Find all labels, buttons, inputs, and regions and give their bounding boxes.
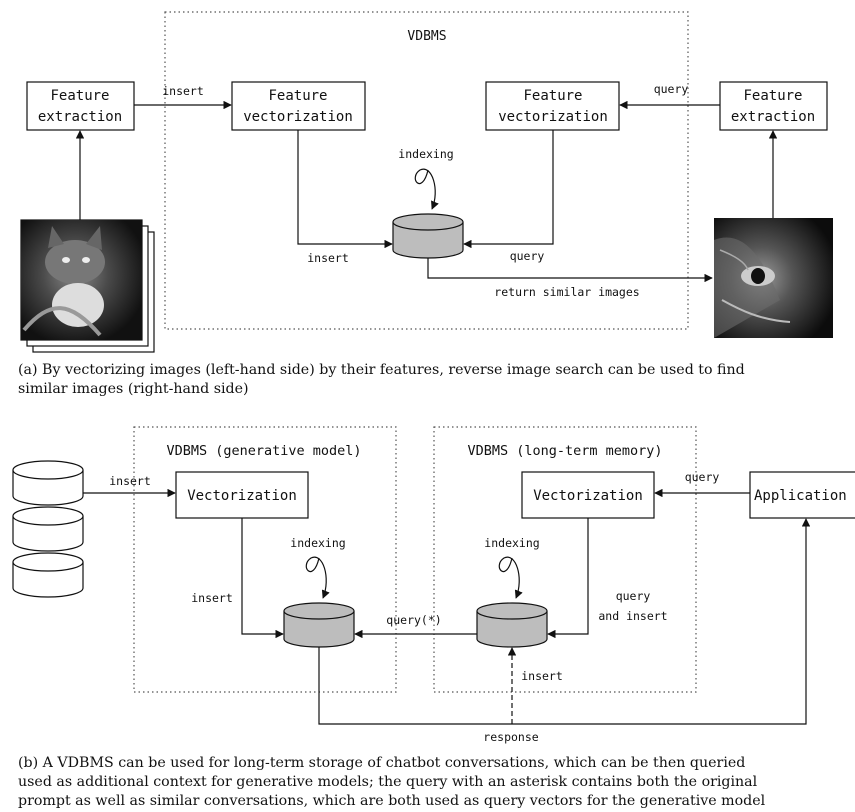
arrow-return-similar bbox=[427, 258, 713, 283]
vdbms-label-a: VDBMS bbox=[407, 29, 446, 44]
arrow-insert-db-a bbox=[297, 130, 393, 249]
feature-vectorization-left-box: Feature vectorization bbox=[231, 81, 366, 131]
vectorization-generative-box: Vectorization bbox=[175, 471, 309, 519]
database-icon-generative bbox=[283, 602, 355, 648]
vectorization-memory-box: Vectorization bbox=[521, 471, 655, 519]
caption-b-line-3: prompt as well as similar conversations,… bbox=[18, 793, 766, 809]
diagram-b: VDBMS (generative model) VDBMS (long-ter… bbox=[12, 426, 855, 744]
label-return-similar: return similar images bbox=[494, 285, 639, 299]
label-indexing-a: indexing bbox=[398, 147, 453, 161]
vdbms-generative-container bbox=[133, 426, 397, 693]
vdbms-container-a bbox=[164, 11, 689, 330]
caption-b-line-2: used as additional context for generativ… bbox=[18, 774, 758, 790]
database-stack-icon bbox=[12, 460, 84, 598]
vdbms-generative-label: VDBMS (generative model) bbox=[166, 443, 361, 459]
vdbms-memory-container bbox=[433, 426, 697, 693]
svg-text:vectorization: vectorization bbox=[243, 109, 353, 125]
feature-extraction-right-box: Feature extraction bbox=[719, 81, 828, 131]
caption-a-line-2: similar images (right-hand side) bbox=[18, 381, 249, 397]
indexing-loop-a bbox=[414, 168, 439, 210]
feature-vectorization-right-box: Feature vectorization bbox=[485, 81, 620, 131]
label-insert-top-b: insert bbox=[109, 474, 151, 488]
label-query-star: query(*) bbox=[386, 613, 441, 627]
svg-text:Feature: Feature bbox=[743, 88, 802, 104]
svg-text:Feature: Feature bbox=[268, 88, 327, 104]
caption-b-line-1: (b) A VDBMS can be used for long-term st… bbox=[18, 755, 746, 771]
label-query-top-b: query bbox=[685, 470, 720, 484]
svg-text:vectorization: vectorization bbox=[498, 109, 608, 125]
svg-text:Feature: Feature bbox=[523, 88, 582, 104]
diagram-a: VDBMS Feature extraction Feature vectori… bbox=[20, 11, 833, 353]
cat-image-stack bbox=[20, 219, 155, 353]
caption-b: (b) A VDBMS can be used for long-term st… bbox=[18, 754, 765, 811]
svg-text:Vectorization: Vectorization bbox=[533, 488, 643, 504]
database-icon-a bbox=[392, 213, 464, 259]
application-box: Application bbox=[749, 471, 855, 519]
label-insert-top-a: insert bbox=[162, 84, 204, 98]
svg-text:Vectorization: Vectorization bbox=[187, 488, 297, 504]
caption-a: (a) By vectorizing images (left-hand sid… bbox=[18, 361, 745, 399]
arrow-query-db-a bbox=[463, 130, 554, 249]
label-response: response bbox=[483, 730, 538, 744]
svg-text:extraction: extraction bbox=[38, 109, 122, 125]
label-indexing-generative: indexing bbox=[290, 536, 345, 550]
label-insert-left-b: insert bbox=[191, 591, 233, 605]
label-query-and-insert-2: and insert bbox=[598, 609, 667, 623]
svg-text:extraction: extraction bbox=[731, 109, 815, 125]
svg-text:Feature: Feature bbox=[50, 88, 109, 104]
svg-text:Application: Application bbox=[754, 488, 847, 504]
label-query-top-a: query bbox=[654, 82, 689, 96]
database-icon-memory bbox=[476, 602, 548, 648]
label-query-and-insert-1: query bbox=[616, 589, 651, 603]
indexing-loop-generative bbox=[305, 556, 330, 599]
label-query-db-a: query bbox=[510, 249, 545, 263]
label-indexing-memory: indexing bbox=[484, 536, 539, 550]
caption-a-line-1: (a) By vectorizing images (left-hand sid… bbox=[18, 362, 745, 378]
arrow-query-insert-memory bbox=[547, 518, 589, 639]
vdbms-memory-label: VDBMS (long-term memory) bbox=[467, 443, 662, 459]
arrow-insert-db-generative bbox=[241, 518, 284, 639]
label-insert-dashed: insert bbox=[521, 669, 563, 683]
indexing-loop-memory bbox=[498, 556, 523, 599]
arrow-response bbox=[318, 518, 811, 725]
cat-closeup-image bbox=[714, 218, 833, 338]
label-insert-db-a: insert bbox=[307, 251, 349, 265]
feature-extraction-left-box: Feature extraction bbox=[26, 81, 135, 131]
